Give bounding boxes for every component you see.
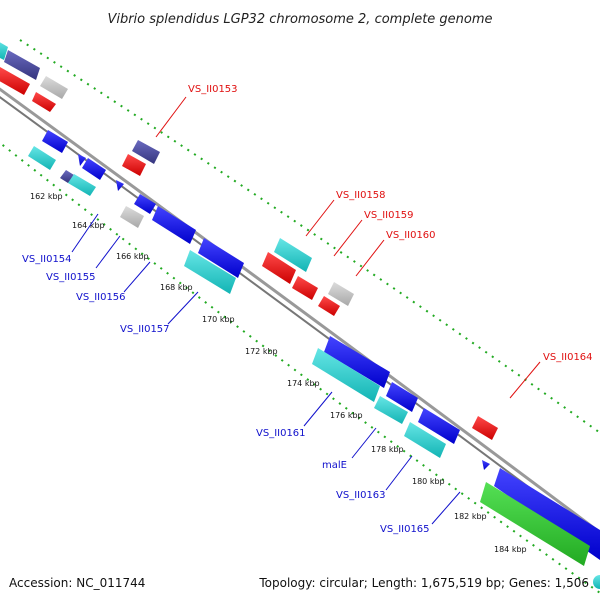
gene-feature[interactable] xyxy=(274,238,312,272)
gene-feature[interactable] xyxy=(122,154,146,176)
gene-label[interactable]: VS_II0161 xyxy=(256,428,306,439)
gene-feature[interactable] xyxy=(324,336,390,388)
kbp-label: 170 kbp xyxy=(202,315,235,324)
kbp-label: 164 kbp xyxy=(72,221,105,230)
gene-feature[interactable] xyxy=(184,250,236,294)
gene-feature[interactable] xyxy=(404,422,446,458)
gene-feature[interactable] xyxy=(312,348,380,402)
gene-label[interactable]: VS_II0163 xyxy=(336,490,386,501)
leader-line xyxy=(355,239,385,277)
gene-feature[interactable] xyxy=(328,282,354,306)
leader-line xyxy=(155,96,187,138)
leader-line xyxy=(305,199,335,237)
gene-feature[interactable] xyxy=(28,146,56,170)
gene-feature[interactable] xyxy=(152,206,196,244)
kbp-label: 172 kbp xyxy=(245,347,278,356)
gene-feature[interactable] xyxy=(198,238,244,278)
gene-label[interactable]: VS_II0165 xyxy=(380,524,430,535)
tick-track-lower xyxy=(0,141,600,595)
leader-line xyxy=(123,261,151,293)
map-title: Vibrio splendidus LGP32 chromosome 2, co… xyxy=(107,12,492,27)
accession-text: Accession: NC_011744 xyxy=(9,576,145,590)
leader-line xyxy=(95,235,121,269)
kbp-label: 166 kbp xyxy=(116,252,149,261)
gene-label[interactable]: malE xyxy=(322,460,347,471)
leader-line xyxy=(431,491,461,525)
kbp-label: 168 kbp xyxy=(160,283,193,292)
tick-track-upper xyxy=(19,39,600,435)
gene-feature[interactable] xyxy=(480,482,590,566)
kbp-label: 182 kbp xyxy=(454,512,487,521)
gene-feature[interactable] xyxy=(262,252,296,284)
gene-label[interactable]: VS_II0158 xyxy=(336,190,386,201)
backbone-outer xyxy=(0,87,600,535)
gene-label[interactable]: VS_II0164 xyxy=(543,352,593,363)
leader-line xyxy=(303,391,333,427)
gene-feature[interactable] xyxy=(593,575,600,589)
kbp-label: 176 kbp xyxy=(330,411,363,420)
gene-feature[interactable] xyxy=(0,40,8,60)
gene-feature[interactable] xyxy=(0,67,30,95)
gene-feature[interactable] xyxy=(472,416,498,440)
leader-line xyxy=(71,213,99,253)
gene-feature[interactable] xyxy=(132,140,160,164)
topology-text: Topology: circular; Length: 1,675,519 bp… xyxy=(258,576,589,590)
gene-label[interactable]: VS_II0156 xyxy=(76,292,126,303)
gene-feature[interactable] xyxy=(40,76,68,99)
gene-feature[interactable] xyxy=(482,460,490,470)
leader-line xyxy=(167,291,199,325)
gene-feature[interactable] xyxy=(134,194,156,214)
kbp-label: 184 kbp xyxy=(494,545,527,554)
gene-label[interactable]: VS_II0160 xyxy=(386,230,436,241)
leader-line xyxy=(385,455,413,491)
gene-feature[interactable] xyxy=(292,276,318,300)
leader-line xyxy=(333,219,363,257)
kbp-label: 162 kbp xyxy=(30,192,63,201)
leader-line xyxy=(509,361,541,399)
gene-label[interactable]: VS_II0155 xyxy=(46,272,96,283)
gene-feature[interactable] xyxy=(418,408,460,444)
gene-feature[interactable] xyxy=(82,158,106,180)
gene-label[interactable]: VS_II0157 xyxy=(120,324,170,335)
gene-feature[interactable] xyxy=(120,206,144,228)
gene-feature[interactable] xyxy=(78,154,86,166)
gene-feature[interactable] xyxy=(68,174,96,196)
gene-feature[interactable] xyxy=(318,296,340,316)
leader-line xyxy=(351,427,377,459)
gene-feature[interactable] xyxy=(374,396,408,424)
gene-feature[interactable] xyxy=(32,92,56,112)
gene-feature[interactable] xyxy=(60,170,74,183)
gene-feature[interactable] xyxy=(42,130,68,153)
gene-label[interactable]: VS_II0159 xyxy=(364,210,414,221)
gene-label[interactable]: VS_II0154 xyxy=(22,254,72,265)
gene-feature[interactable] xyxy=(386,382,418,412)
gene-label[interactable]: VS_II0153 xyxy=(188,84,238,95)
kbp-label: 180 kbp xyxy=(412,477,445,486)
kbp-label: 178 kbp xyxy=(371,445,404,454)
gene-feature[interactable] xyxy=(4,50,40,80)
kbp-label: 174 kbp xyxy=(287,379,320,388)
gene-feature[interactable] xyxy=(116,180,124,191)
